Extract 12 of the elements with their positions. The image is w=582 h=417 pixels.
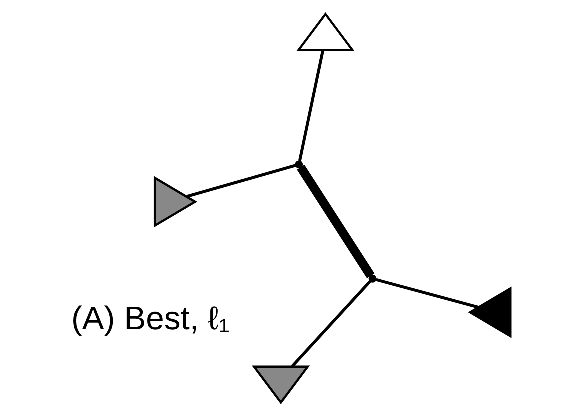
node-triangle [468, 286, 512, 338]
node-point [294, 160, 303, 169]
node-triangle [153, 176, 198, 228]
connector [298, 50, 324, 162]
label: (A) Best, ℓ₁ [71, 299, 230, 336]
connector [296, 164, 374, 278]
node-point [368, 274, 376, 283]
connector [375, 278, 478, 309]
connector [186, 164, 296, 198]
connector [290, 280, 372, 368]
node-triangle [296, 12, 354, 52]
node-triangle [252, 366, 310, 405]
